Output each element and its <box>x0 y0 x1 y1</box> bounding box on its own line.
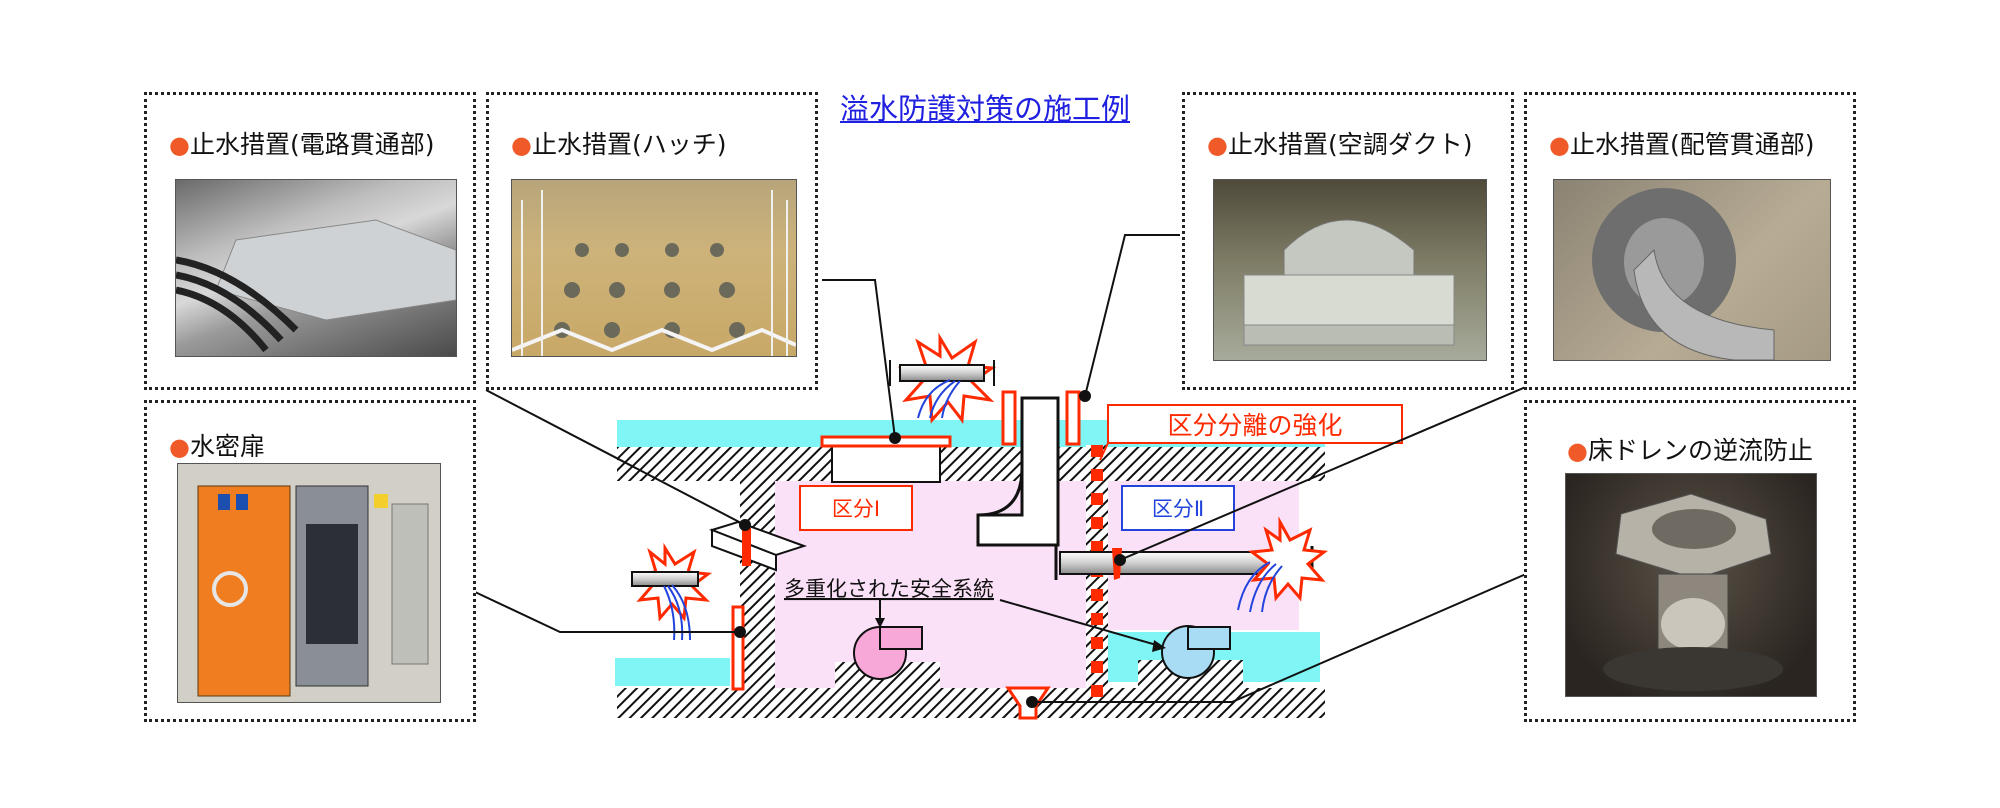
pump-icon-zone2 <box>1161 625 1231 679</box>
safety-arrow-2-head <box>1152 640 1166 652</box>
leader-dots <box>734 390 1126 708</box>
door-seal <box>731 605 745 691</box>
panel-label: 水密扉 <box>189 432 265 461</box>
panel-title: ●止水措置(電路貫通部) <box>169 125 434 161</box>
left-wall <box>740 481 775 688</box>
zone1-label-box <box>799 485 913 531</box>
door-photo-art <box>178 464 440 702</box>
panel-title: ●止水措置(ハッチ) <box>511 125 726 161</box>
bullet-icon: ● <box>169 433 190 461</box>
photo-floor-drain <box>1565 473 1817 697</box>
leader-lines <box>474 234 1529 703</box>
duct-elbow-icon <box>976 396 1060 547</box>
panel-label: 止水措置(配管貫通部) <box>1569 130 1815 159</box>
bullet-icon: ● <box>1207 131 1228 159</box>
bullet-icon: ● <box>1549 131 1570 159</box>
panel-title: ●床ドレンの逆流防止 <box>1567 431 1813 467</box>
panel-title: ●止水措置(空調ダクト) <box>1207 125 1472 161</box>
panel-cable-penetration: ●止水措置(電路貫通部) <box>144 92 476 390</box>
page-title: 溢水防護対策の施工例 <box>840 92 1131 126</box>
hatch-photo-art <box>512 190 796 356</box>
photo-pipe-penetration <box>1553 179 1831 361</box>
duct-seal-right <box>1065 390 1081 446</box>
photo-cable-penetration <box>175 179 457 357</box>
panel-hatch: ●止水措置(ハッチ) <box>486 92 818 390</box>
ceiling-slab <box>617 447 1325 481</box>
panel-label: 止水措置(電路貫通部) <box>189 130 435 159</box>
panel-pipe-penetration: ●止水措置(配管貫通部) <box>1524 92 1856 390</box>
leak-burst-icon <box>889 332 997 424</box>
photo-air-duct <box>1213 179 1487 361</box>
zone2-label: 区分Ⅱ <box>1152 497 1204 521</box>
panel-label: 止水措置(空調ダクト) <box>1227 130 1473 159</box>
cable-photo-art <box>176 219 456 353</box>
bullet-icon: ● <box>1567 437 1588 465</box>
safety-arrow-2 <box>999 599 1161 647</box>
panel-watertight-door: ●水密扉 <box>144 400 476 722</box>
panel-label: 止水措置(ハッチ) <box>531 130 727 159</box>
bullet-icon: ● <box>511 131 532 159</box>
safety-label: 多重化された安全系統 <box>784 577 994 601</box>
safety-arrow-1-head <box>875 618 885 628</box>
hatch-recess <box>831 441 941 483</box>
zone2-label-box <box>1121 485 1235 531</box>
photo-hatch <box>511 179 797 357</box>
photo-watertight-door <box>177 463 441 703</box>
panel-title: ●水密扉 <box>169 427 265 463</box>
left-water <box>615 658 730 686</box>
drain-photo-art <box>1603 493 1783 691</box>
panel-floor-drain: ●床ドレンの逆流防止 <box>1524 400 1856 722</box>
panel-title: ●止水措置(配管貫通部) <box>1549 125 1814 161</box>
separation-pointer <box>1099 442 1109 461</box>
leak-burst-icon-left <box>631 542 712 641</box>
panel-label: 床ドレンの逆流防止 <box>1587 436 1813 465</box>
pipe-photo-art <box>1592 188 1775 360</box>
duct-photo-art <box>1243 219 1455 346</box>
duct-seal-left <box>1001 390 1017 446</box>
separation-label-box <box>1107 404 1403 444</box>
zone1-label: 区分Ⅰ <box>832 497 880 521</box>
leak-burst-icon-right <box>1237 516 1328 613</box>
separation-label: 区分分離の強化 <box>1167 411 1342 440</box>
bullet-icon: ● <box>169 131 190 159</box>
panel-air-duct: ●止水措置(空調ダクト) <box>1182 92 1514 390</box>
duct-elbow-curve <box>977 467 1024 517</box>
hatch-seal <box>820 435 952 448</box>
cable-seal <box>742 528 751 566</box>
